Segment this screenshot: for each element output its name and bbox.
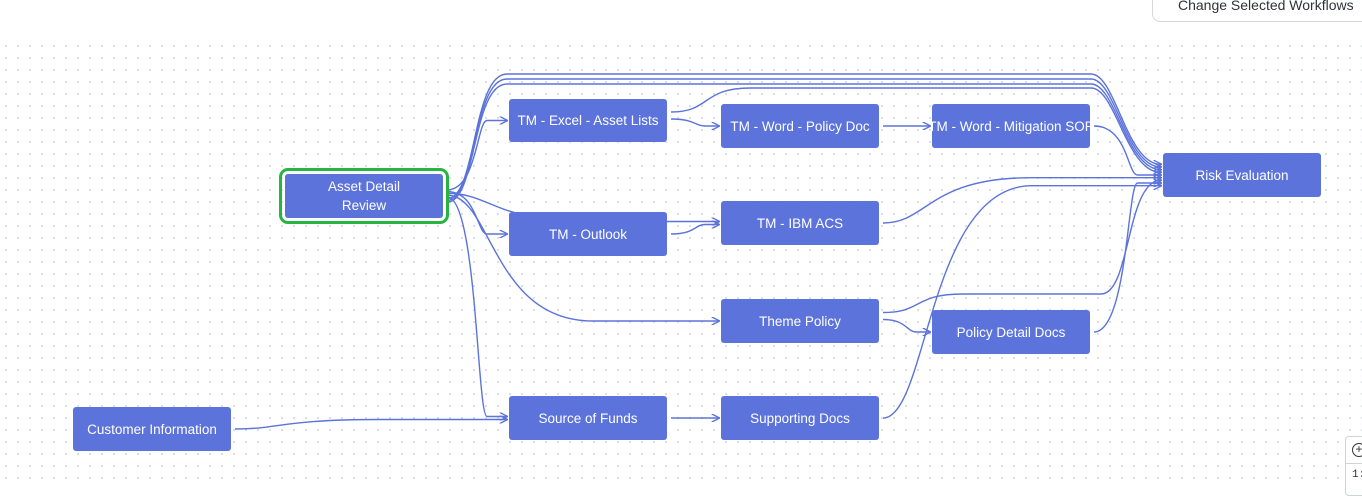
edge-tm_ibm_acs-to-risk_evaluation	[882, 178, 1161, 224]
edge-theme_policy-to-policy_detail_docs	[882, 318, 930, 333]
node-tm-ibm-acs[interactable]: TM - IBM ACS	[721, 201, 879, 245]
zoom-in-icon[interactable]: +	[1352, 443, 1362, 457]
edge-asset_detail_review-to-theme_policy	[446, 194, 719, 321]
edge-customer_information-to-source_of_funds	[234, 420, 507, 430]
change-selected-workflows-button[interactable]: Change Selected Workflows	[1152, 0, 1362, 22]
node-risk-evaluation[interactable]: Risk Evaluation	[1163, 153, 1321, 197]
node-label: TM - Word - Policy Doc	[730, 118, 870, 134]
zoom-controls: + 1:	[1345, 436, 1362, 496]
node-label: TM - Word - Mitigation SOP	[928, 118, 1094, 134]
edge-tm_outlook-to-tm_ibm_acs	[670, 225, 719, 235]
node-customer-information[interactable]: Customer Information	[73, 407, 231, 451]
node-theme-policy[interactable]: Theme Policy	[721, 299, 879, 343]
edge-asset_detail_review-to-risk_evaluation	[446, 83, 1161, 203]
node-tm-outlook[interactable]: TM - Outlook	[509, 212, 667, 256]
edge-policy_detail_docs-to-risk_evaluation	[1093, 183, 1161, 333]
edge-tm_excel-to-risk_evaluation	[670, 87, 1161, 172]
node-supporting-docs[interactable]: Supporting Docs	[721, 396, 879, 440]
node-label: Customer Information	[87, 421, 217, 437]
node-tm-word-mitigation-sop[interactable]: TM - Word - Mitigation SOP	[928, 104, 1094, 148]
node-label: TM - IBM ACS	[756, 215, 844, 231]
divider	[1346, 463, 1362, 464]
edge-asset_detail_review-to-source_of_funds	[446, 196, 507, 417]
node-source-of-funds[interactable]: Source of Funds	[509, 396, 667, 440]
node-label: Policy Detail Docs	[956, 324, 1066, 340]
node-label: TM - Excel - Asset Lists	[517, 113, 659, 128]
edge-supporting_docs-to-risk_evaluation	[882, 186, 1161, 419]
edge-tm_word_mitigation-to-risk_evaluation	[1093, 125, 1161, 175]
node-label: Supporting Docs	[750, 410, 850, 426]
node-label: Source of Funds	[538, 410, 638, 426]
edge-asset_detail_review-to-tm_excel	[446, 121, 507, 191]
node-policy-detail-docs[interactable]: Policy Detail Docs	[932, 310, 1090, 354]
top-bar: Change Selected Workflows	[0, 0, 1362, 40]
node-label: Asset Detail Review	[327, 179, 401, 213]
node-tm-word-policy-doc[interactable]: TM - Word - Policy Doc	[721, 104, 879, 148]
edge-tm_excel-to-tm_word_policy	[670, 118, 719, 126]
node-asset-detail-review[interactable]: Asset Detail Review	[279, 168, 449, 224]
edges-layer	[234, 73, 1362, 430]
node-label: Theme Policy	[759, 313, 841, 329]
zoom-level: 1:	[1352, 469, 1362, 481]
workflow-canvas[interactable]	[0, 0, 1362, 483]
edge-theme_policy-to-risk_evaluation	[882, 180, 1161, 314]
node-label: Risk Evaluation	[1195, 167, 1289, 183]
node-label: TM - Outlook	[548, 226, 627, 242]
node-tm-excel-asset-lists[interactable]: TM - Excel - Asset Lists	[509, 99, 667, 142]
